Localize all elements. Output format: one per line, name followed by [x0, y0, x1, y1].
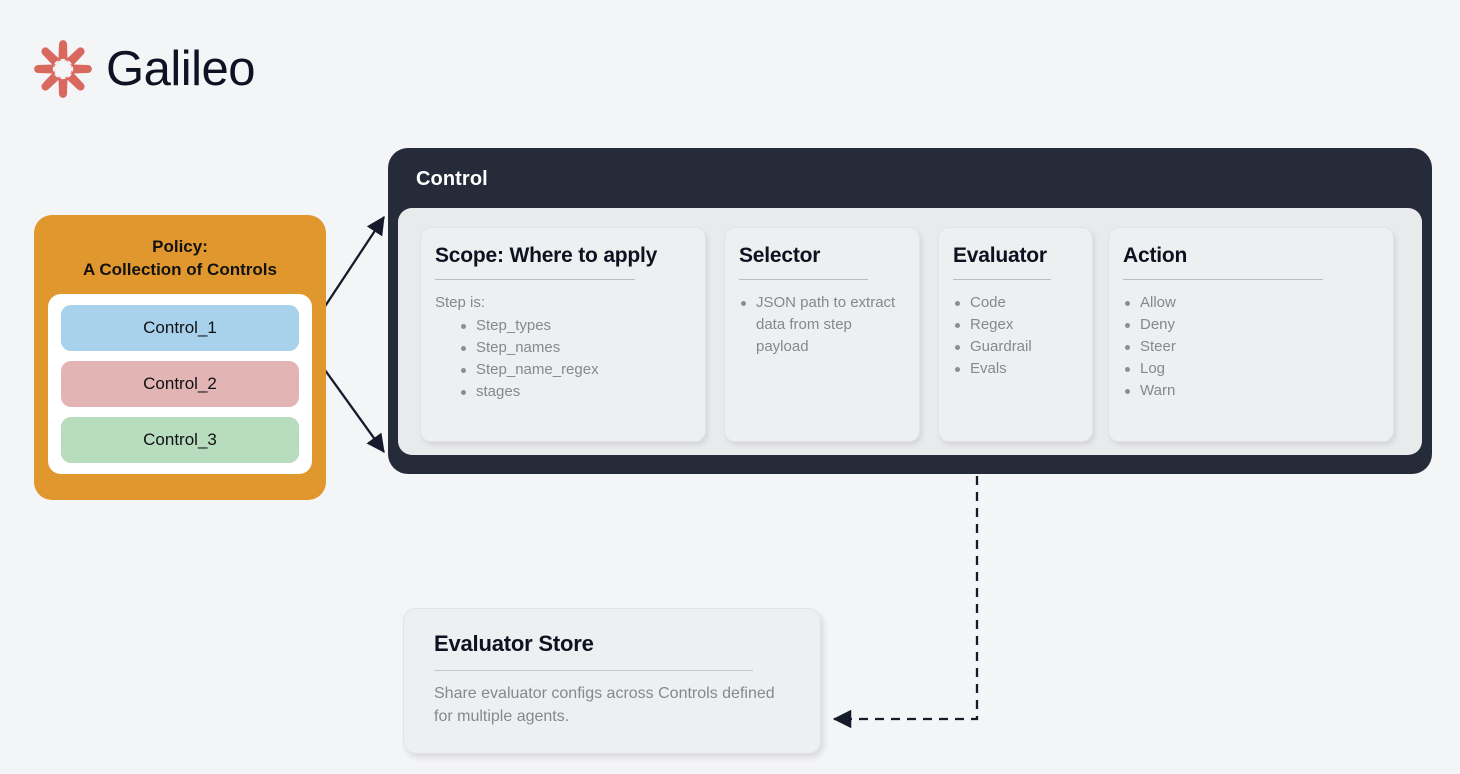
arrow-evaluator-to-store: [832, 444, 979, 729]
control-chip-3-label: Control_3: [143, 429, 217, 449]
list-item: Deny: [1123, 314, 1379, 336]
card-scope-list: Step_types Step_names Step_name_regex st…: [435, 315, 691, 403]
policy-controls-container: Control_1 Control_2 Control_3: [48, 293, 312, 474]
control-chip-1-label: Control_1: [143, 317, 217, 337]
list-item: Log: [1123, 358, 1379, 380]
list-item: Regex: [953, 314, 1078, 336]
list-item: Allow: [1123, 292, 1379, 314]
card-action[interactable]: Action Allow Deny Steer Log Warn: [1108, 227, 1394, 442]
list-item: Step_types: [459, 315, 691, 337]
card-scope-divider: [435, 279, 635, 281]
evaluator-store-divider: [434, 670, 753, 671]
list-item: Evals: [953, 358, 1078, 380]
list-item: Code: [953, 292, 1078, 314]
card-evaluator-title: Evaluator: [953, 244, 1047, 267]
policy-box[interactable]: Policy: A Collection of Controls Control…: [34, 215, 326, 500]
list-item: Step_names: [459, 337, 691, 359]
control-panel-title: Control: [416, 168, 488, 190]
card-selector[interactable]: Selector JSON path to extract data from …: [724, 227, 920, 442]
list-item: stages: [459, 381, 691, 403]
brand-name: Galileo: [106, 41, 256, 96]
card-scope-title: Scope: Where to apply: [435, 244, 658, 267]
card-scope[interactable]: Scope: Where to apply Step is: Step_type…: [420, 227, 706, 442]
evaluator-store-title: Evaluator Store: [434, 631, 594, 656]
list-item: Steer: [1123, 336, 1379, 358]
policy-title: Policy: A Collection of Controls: [83, 237, 277, 279]
card-action-divider: [1123, 279, 1323, 281]
evaluator-store-card[interactable]: Evaluator Store Share evaluator configs …: [403, 608, 821, 754]
card-evaluator-divider: [953, 279, 1051, 281]
list-item: Step_name_regex: [459, 359, 691, 381]
galileo-starburst-icon: [34, 40, 92, 98]
list-item: JSON path to extract data from step payl…: [739, 292, 905, 358]
galileo-logo: Galileo: [32, 38, 256, 100]
card-evaluator-list: Code Regex Guardrail Evals: [953, 292, 1078, 380]
card-selector-list: JSON path to extract data from step payl…: [739, 292, 905, 358]
card-action-title: Action: [1123, 244, 1188, 267]
card-selector-divider: [739, 279, 869, 281]
card-selector-title: Selector: [739, 244, 821, 267]
list-item: Warn: [1123, 380, 1379, 402]
control-chip-3[interactable]: Control_3: [61, 416, 299, 463]
control-chip-2[interactable]: Control_2: [61, 360, 299, 407]
card-evaluator[interactable]: Evaluator Code Regex Guardrail Evals: [938, 227, 1093, 442]
control-chip-1[interactable]: Control_1: [61, 304, 299, 351]
card-scope-intro: Step is:: [435, 294, 486, 312]
control-chip-2-label: Control_2: [143, 373, 217, 393]
list-item: Guardrail: [953, 336, 1078, 358]
evaluator-store-description: Share evaluator configs across Controls …: [434, 685, 775, 725]
card-action-list: Allow Deny Steer Log Warn: [1123, 292, 1379, 401]
